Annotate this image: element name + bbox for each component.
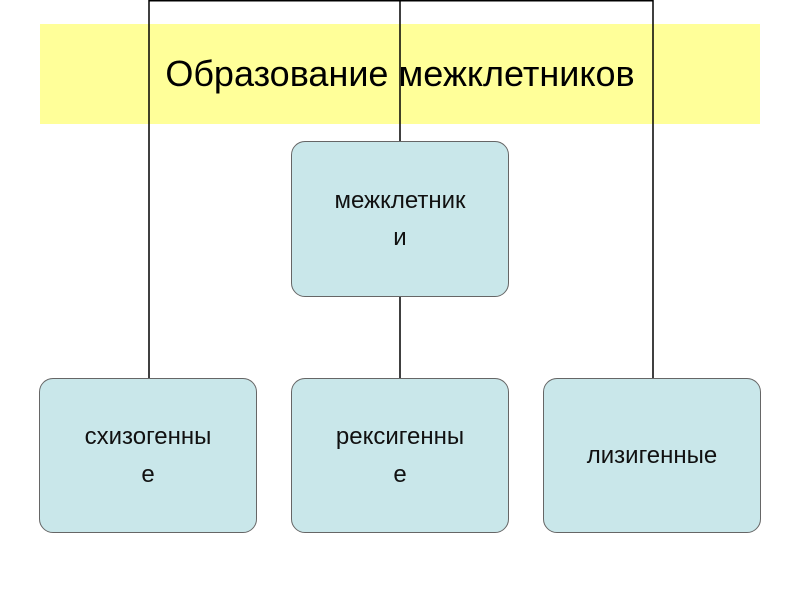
node-right-line1: лизигенные <box>586 441 718 469</box>
node-root-line1: межклетник <box>334 186 466 214</box>
node-middle: рексигенны е <box>291 378 509 533</box>
node-middle-line2: е <box>393 460 407 488</box>
node-left: схизогенны е <box>39 378 257 533</box>
node-middle-line1: рексигенны <box>335 423 465 451</box>
diagram-title: Образование межклетников <box>165 53 635 94</box>
node-right: лизигенные <box>543 378 761 533</box>
node-root-line2: и <box>393 224 407 251</box>
node-left-line2: е <box>141 460 155 488</box>
node-left-line1: схизогенны <box>84 423 212 451</box>
node-root: межклетник и <box>291 141 509 297</box>
